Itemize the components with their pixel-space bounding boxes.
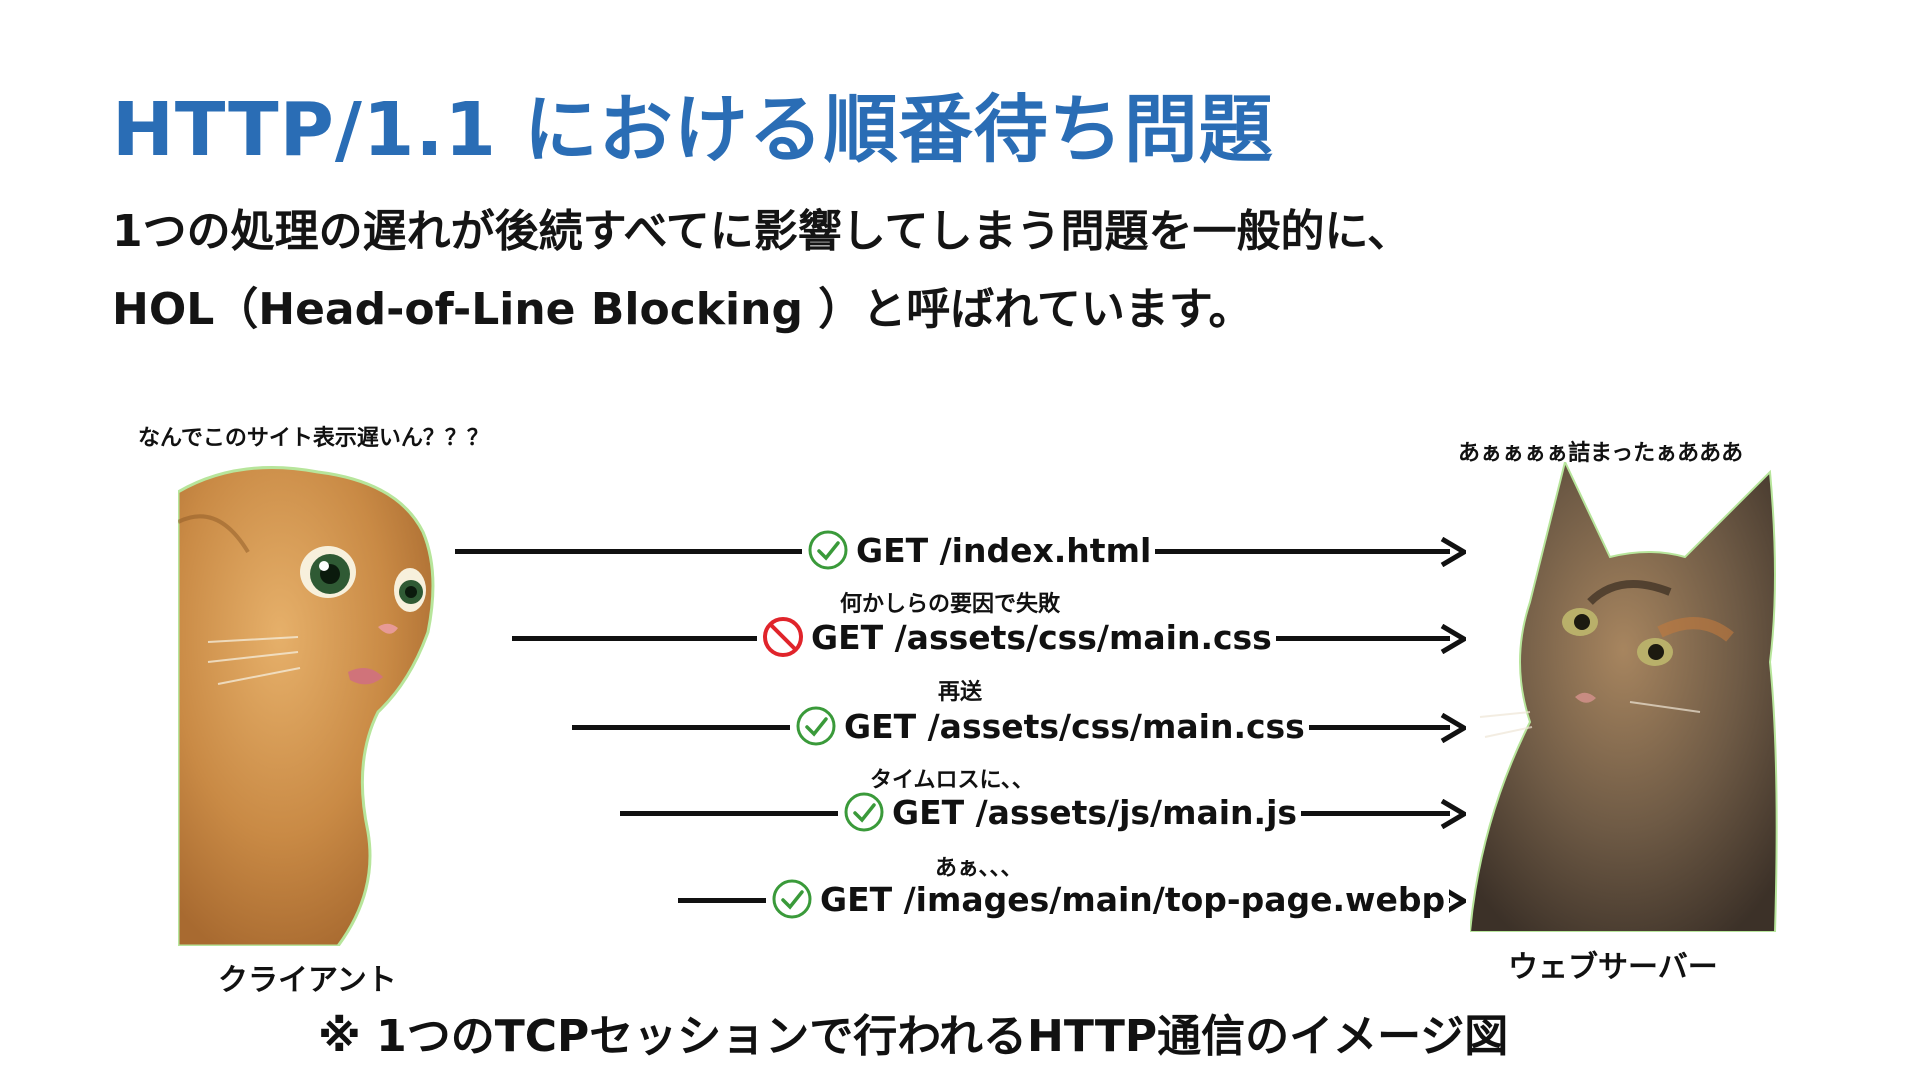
arrowhead-icon	[1440, 624, 1466, 654]
arrowhead-icon	[1440, 799, 1466, 829]
client-label: クライアント	[218, 963, 397, 998]
server-cat-image	[1470, 462, 1778, 932]
server-speech: あぁぁぁぁ詰まったぁあああ	[1458, 441, 1744, 466]
subtitle-line-1: 1つの処理の遅れが後続すべてに影響してしまう問題を一般的に、	[112, 206, 1412, 257]
arrowhead-icon	[1440, 537, 1466, 567]
request-note: 何かしらの要因で失敗	[840, 592, 1061, 617]
request-label: GET /index.html	[802, 528, 1156, 572]
server-label: ウェブサーバー	[1508, 950, 1718, 985]
request-text: GET /images/main/top-page.webp	[820, 879, 1446, 919]
prohibited-icon	[763, 617, 803, 657]
client-cat-image	[178, 466, 435, 946]
arrowhead-icon	[1440, 886, 1466, 916]
request-note: あぁ、、、	[935, 856, 1023, 881]
figure-caption: ※ 1つのTCPセッションで行われるHTTP通信のイメージ図	[318, 1011, 1509, 1062]
check-circle-icon	[844, 792, 884, 832]
request-label: GET /assets/css/main.css	[790, 704, 1309, 748]
request-text: GET /assets/css/main.css	[811, 617, 1272, 657]
check-circle-icon	[796, 706, 836, 746]
request-label: GET /assets/css/main.css	[757, 615, 1276, 659]
request-text: GET /assets/css/main.css	[844, 706, 1305, 746]
request-note: タイムロスに、、	[870, 768, 1034, 793]
request-text: GET /index.html	[856, 530, 1152, 570]
check-circle-icon	[772, 879, 812, 919]
client-speech: なんでこのサイト表示遅いん？？？	[138, 426, 489, 451]
check-circle-icon	[808, 530, 848, 570]
request-label: GET /images/main/top-page.webp	[766, 877, 1450, 921]
arrowhead-icon	[1440, 713, 1466, 743]
subtitle-line-2: HOL（Head-of-Line Blocking ）と呼ばれています。	[112, 284, 1253, 335]
request-note: 再送	[938, 680, 983, 705]
request-text: GET /assets/js/main.js	[892, 792, 1298, 832]
request-label: GET /assets/js/main.js	[838, 790, 1302, 834]
page-title: HTTP/1.1 における順番待ち問題	[112, 87, 1274, 173]
